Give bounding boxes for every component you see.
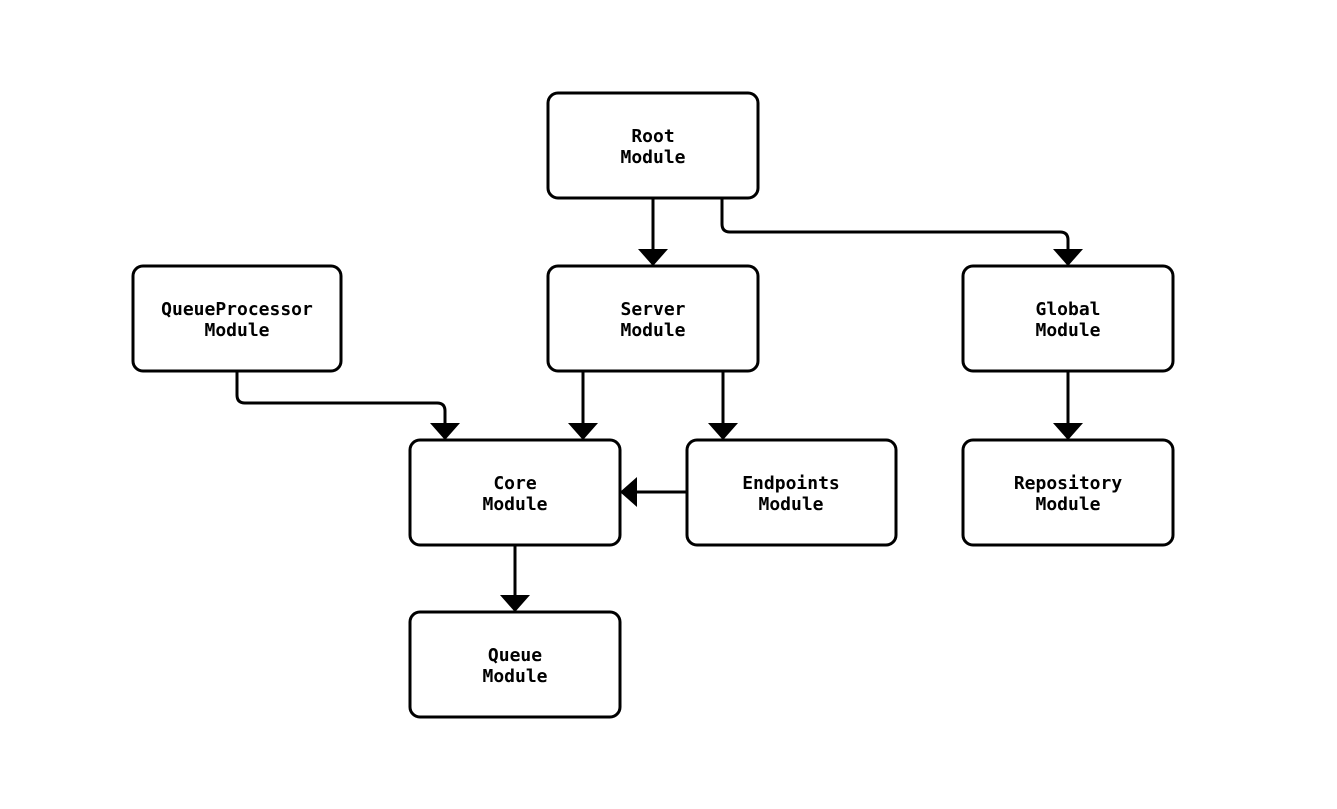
node-endpoints-module-label-line1: Endpoints <box>742 473 840 494</box>
node-queue-module-box <box>408 610 622 719</box>
node-queue-module-label-line1: Queue <box>488 645 542 666</box>
node-endpoints-module-box <box>685 438 898 547</box>
node-queue-module-label-line2: Module <box>482 666 547 687</box>
node-root-module-label-line1: Root <box>631 126 674 147</box>
node-server-module-label-line1: Server <box>620 299 685 320</box>
node-endpoints-module: Endpoints Module <box>685 438 898 547</box>
node-core-module-label-line1: Core <box>493 473 537 494</box>
node-server-module-label-line2: Module <box>620 320 685 341</box>
node-queueprocessor-module-label-line2: Module <box>204 320 269 341</box>
node-global-module-label-line2: Module <box>1035 320 1100 341</box>
node-server-module: Server Module <box>546 264 760 373</box>
node-global-module: Global Module <box>961 264 1175 373</box>
node-root-module-label-line2: Module <box>620 147 685 168</box>
node-repository-module-box <box>961 438 1175 547</box>
node-root-module-box <box>546 91 760 200</box>
node-queueprocessor-module-label-line1: QueueProcessor <box>161 299 313 320</box>
node-queueprocessor-module-box <box>131 264 343 373</box>
node-global-module-label-line1: Global <box>1035 299 1100 320</box>
edge-queueprocessor-to-core <box>235 371 460 440</box>
node-endpoints-module-label-line2: Module <box>758 494 823 515</box>
node-repository-module-label-line2: Module <box>1035 494 1100 515</box>
node-server-module-box <box>546 264 760 373</box>
edge-root-to-global <box>720 198 1083 266</box>
node-global-module-box <box>961 264 1175 373</box>
node-queue-module: Queue Module <box>408 610 622 719</box>
node-queueprocessor-module: QueueProcessor Module <box>131 264 343 373</box>
node-root-module: Root Module <box>546 91 760 200</box>
node-core-module-box <box>408 438 622 547</box>
node-core-module: Core Module <box>408 438 622 547</box>
node-core-module-label-line2: Module <box>482 494 547 515</box>
node-repository-module: Repository Module <box>961 438 1175 547</box>
node-repository-module-label-line1: Repository <box>1014 473 1123 494</box>
